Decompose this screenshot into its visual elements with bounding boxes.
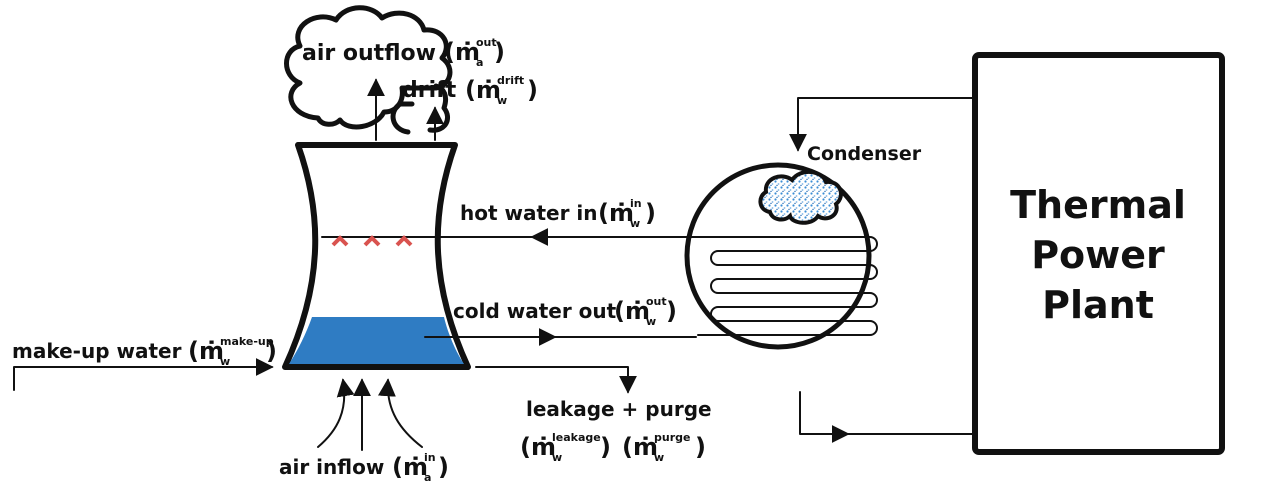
- svg-text:): ): [494, 38, 505, 66]
- leakage-symbol: ( ṁ leakage w ): [520, 431, 611, 464]
- svg-text:ṁ: ṁ: [476, 76, 501, 104]
- svg-text:ṁ: ṁ: [609, 199, 634, 227]
- hot-water-in-label: hot water in: [460, 201, 598, 225]
- svg-text:(: (: [520, 433, 531, 461]
- svg-text:ṁ: ṁ: [531, 433, 556, 461]
- plant-label-line3: Plant: [1042, 283, 1154, 327]
- svg-text:w: w: [497, 94, 507, 107]
- air-inflow-arrow-left: [317, 378, 355, 448]
- svg-text:ṁ: ṁ: [455, 38, 480, 66]
- svg-text:in: in: [630, 197, 642, 210]
- purge-symbol: ( ṁ purge w ): [622, 431, 706, 464]
- svg-text:): ): [666, 297, 677, 325]
- make-up-water-label: make-up water: [12, 339, 182, 363]
- drift-symbol: ( ṁ drift w ): [465, 74, 538, 107]
- basin-water: [289, 317, 464, 364]
- air-inflow-label: air inflow: [279, 455, 384, 479]
- svg-text:ṁ: ṁ: [403, 453, 428, 481]
- cold-water-out-symbol: ( ṁ out w ): [614, 295, 677, 328]
- svg-text:ṁ: ṁ: [625, 297, 650, 325]
- leakage-purge-label: leakage + purge: [526, 397, 712, 421]
- svg-text:(: (: [188, 337, 199, 365]
- make-up-water-symbol: ( ṁ make-up w ): [188, 335, 277, 368]
- svg-text:ṁ: ṁ: [633, 433, 658, 461]
- svg-text:(: (: [444, 38, 455, 66]
- cooling-tower-body: [282, 142, 471, 370]
- air-inflow-symbol: ( ṁ in a ): [392, 451, 449, 484]
- return-to-plant-arrow: [799, 391, 850, 443]
- svg-text:out: out: [646, 295, 667, 308]
- drift-label: drift: [402, 78, 457, 103]
- svg-text:drift: drift: [497, 74, 524, 87]
- svg-text:): ): [438, 453, 449, 481]
- svg-text:purge: purge: [654, 431, 690, 444]
- plant-label-line2: Power: [1031, 233, 1165, 277]
- air-inflow-arrow-right: [377, 378, 423, 448]
- svg-text:a: a: [424, 471, 431, 484]
- svg-text:): ): [266, 337, 277, 365]
- svg-text:w: w: [654, 451, 664, 464]
- leakage-purge-arrow: [475, 366, 637, 394]
- svg-text:(: (: [465, 76, 476, 104]
- svg-text:(: (: [598, 199, 609, 227]
- svg-text:out: out: [476, 36, 497, 49]
- svg-text:): ): [600, 433, 611, 461]
- thermal-power-plant-box: [972, 52, 1225, 455]
- svg-text:w: w: [220, 355, 230, 368]
- svg-text:leakage: leakage: [552, 431, 601, 444]
- svg-text:w: w: [630, 217, 640, 230]
- hot-water-in-symbol: ( ṁ in w ): [598, 197, 656, 230]
- make-up-water-arrow: [13, 358, 274, 391]
- drift-cloud: [390, 83, 450, 135]
- svg-text:(: (: [622, 433, 633, 461]
- svg-text:a: a: [476, 56, 483, 69]
- svg-text:): ): [645, 199, 656, 227]
- svg-text:make-up: make-up: [220, 335, 274, 348]
- plant-label-line1: Thermal: [1010, 183, 1186, 227]
- svg-text:): ): [695, 433, 706, 461]
- condenser-label: Condenser: [807, 143, 922, 165]
- cold-water-out-label: cold water out: [453, 299, 617, 323]
- condenser-shell: [684, 162, 872, 350]
- svg-text:(: (: [614, 297, 625, 325]
- svg-text:in: in: [424, 451, 436, 464]
- svg-text:ṁ: ṁ: [199, 337, 224, 365]
- condenser-vapor: [758, 170, 843, 225]
- air-outflow-label: air outflow: [302, 41, 436, 66]
- air-outflow-symbol: ( ṁ out a ): [444, 36, 505, 69]
- svg-text:w: w: [552, 451, 562, 464]
- steam-inlet-arrow: [789, 97, 975, 152]
- svg-text:w: w: [646, 315, 656, 328]
- svg-text:): ): [527, 76, 538, 104]
- heat-marks: [331, 235, 413, 247]
- air-outflow-cloud: [284, 5, 453, 130]
- svg-text:(: (: [392, 453, 403, 481]
- condenser-coil: [697, 236, 878, 336]
